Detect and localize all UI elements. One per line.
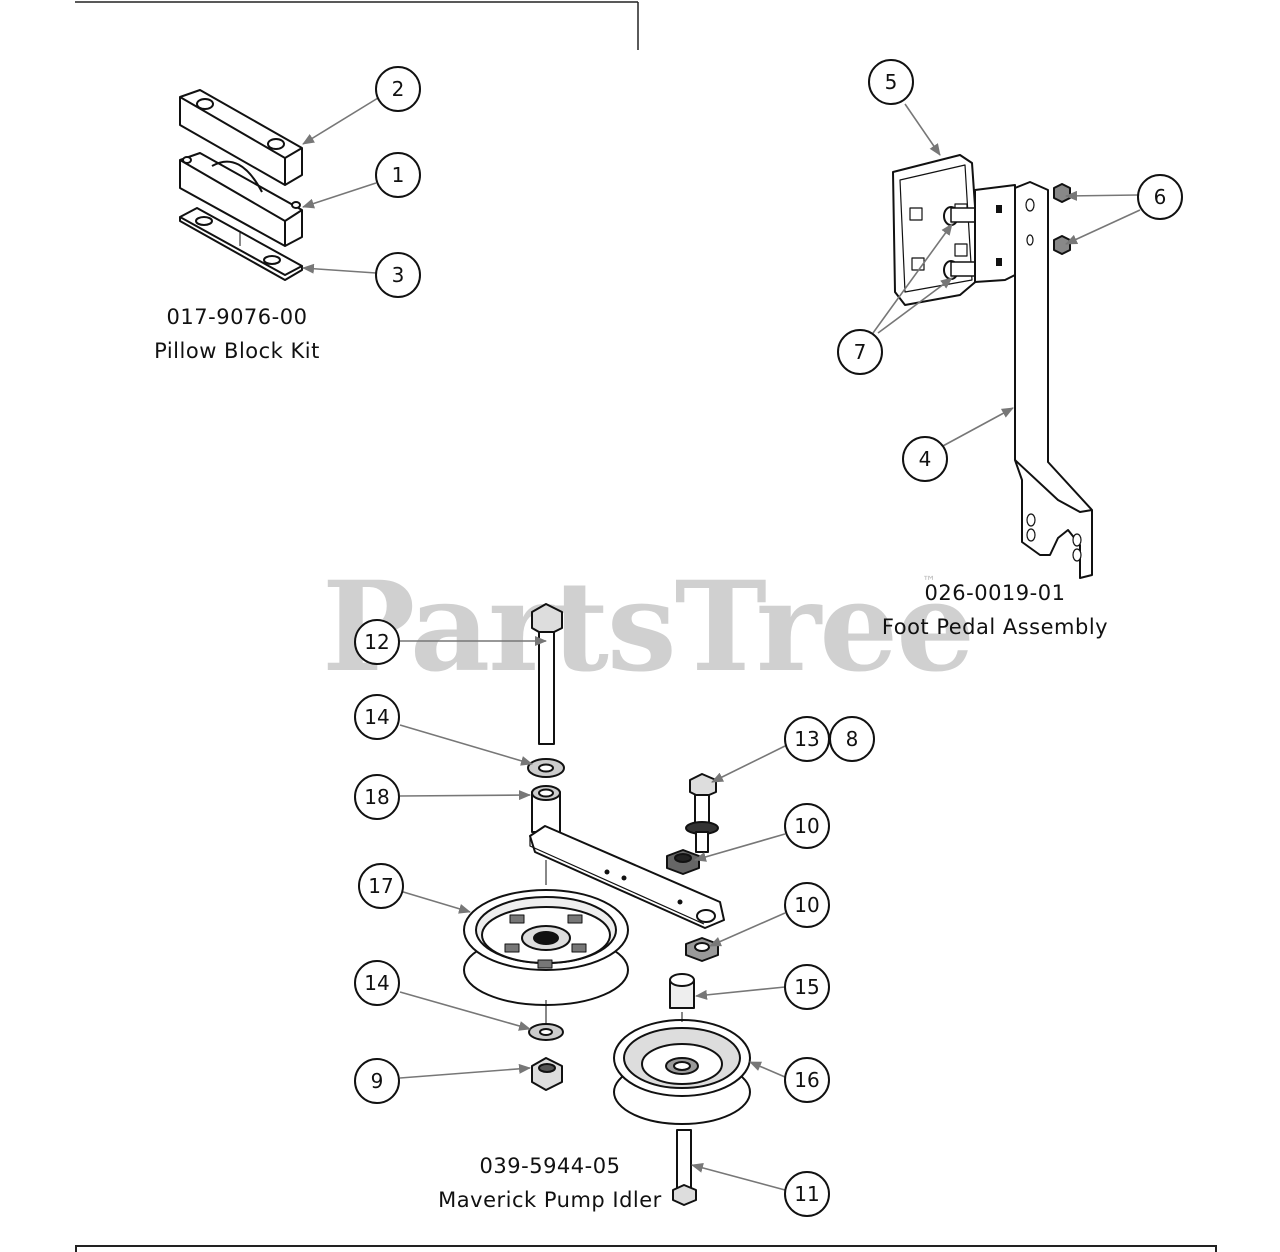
- callout-13: 13: [784, 716, 830, 762]
- callout-3: 3: [375, 252, 421, 298]
- page-frame: [75, 1, 1217, 1252]
- callout-8: 8: [829, 716, 875, 762]
- pump-idler-part-number: 039-5944-05: [479, 1154, 621, 1178]
- svg-text:18: 18: [364, 785, 389, 809]
- svg-text:6: 6: [1154, 185, 1167, 209]
- callout-16: 16: [784, 1057, 830, 1103]
- svg-text:1: 1: [392, 163, 405, 187]
- svg-text:10: 10: [794, 814, 819, 838]
- svg-text:2: 2: [392, 77, 405, 101]
- callout-18: 18: [354, 774, 400, 820]
- svg-text:7: 7: [854, 340, 867, 364]
- callout-17: 17: [358, 863, 404, 909]
- callout-14: 14: [354, 694, 400, 740]
- pump-idler-name: Maverick Pump Idler: [438, 1188, 662, 1212]
- svg-text:13: 13: [794, 727, 819, 751]
- callouts: 2 1 3 5 6 7 4 12 14 18 13 8 10 10 17 14 …: [354, 59, 1183, 1217]
- svg-text:3: 3: [392, 263, 405, 287]
- svg-text:17: 17: [368, 874, 393, 898]
- callout-6: 6: [1137, 174, 1183, 220]
- callout-9: 9: [354, 1058, 400, 1104]
- svg-text:4: 4: [919, 447, 932, 471]
- watermark: PartsTree: [322, 555, 975, 700]
- leader-lines: [302, 97, 1141, 1191]
- svg-text:9: 9: [371, 1069, 384, 1093]
- callout-11: 11: [784, 1171, 830, 1217]
- foot-pedal-name: Foot Pedal Assembly: [881, 615, 1109, 639]
- callout-15: 15: [784, 964, 830, 1010]
- svg-text:5: 5: [885, 70, 898, 94]
- svg-text:14: 14: [364, 705, 389, 729]
- foot-pedal-part-number: 026-0019-01: [924, 581, 1066, 605]
- svg-text:12: 12: [364, 630, 389, 654]
- pillow-block-name: Pillow Block Kit: [154, 339, 320, 363]
- callout-10-upper: 10: [784, 803, 830, 849]
- svg-text:16: 16: [794, 1068, 819, 1092]
- svg-text:10: 10: [794, 893, 819, 917]
- callout-14-lower: 14: [354, 960, 400, 1006]
- callout-5: 5: [868, 59, 914, 105]
- callout-12: 12: [354, 619, 400, 665]
- foot-pedal-drawing: [892, 154, 1093, 579]
- svg-text:15: 15: [794, 975, 819, 999]
- svg-text:11: 11: [794, 1182, 819, 1206]
- callout-10-lower: 10: [784, 882, 830, 928]
- callout-4: 4: [902, 436, 948, 482]
- svg-text:14: 14: [364, 971, 389, 995]
- pillow-block-drawing: [179, 89, 303, 281]
- callout-2: 2: [375, 66, 421, 112]
- pump-idler-drawing: [463, 603, 751, 1206]
- watermark-trademark: ™: [922, 574, 936, 590]
- svg-text:8: 8: [846, 727, 859, 751]
- pillow-block-part-number: 017-9076-00: [166, 305, 308, 329]
- callout-7: 7: [837, 329, 883, 375]
- callout-1: 1: [375, 152, 421, 198]
